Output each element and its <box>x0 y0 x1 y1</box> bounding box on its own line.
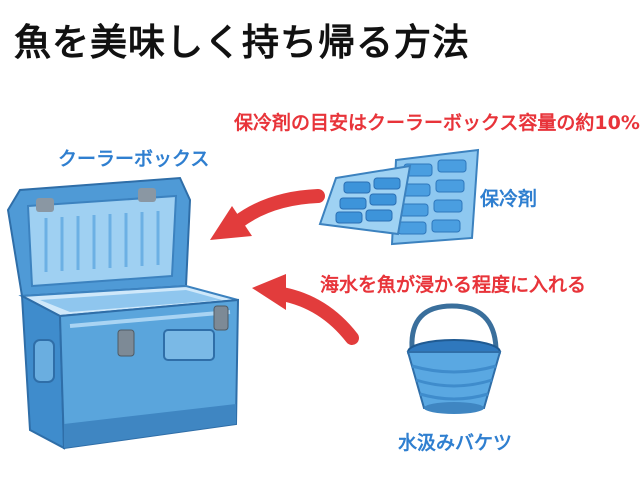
ice-pack-ratio-note: 保冷剤の目安はクーラーボックス容量の約10% <box>234 112 640 134</box>
seawater-instruction: 海水を魚が浸かる程度に入れる <box>320 274 587 296</box>
curved-arrow-icon <box>252 274 359 345</box>
water-bucket-label: 水汲みバケツ <box>398 432 513 454</box>
cooler-box-icon <box>6 176 240 450</box>
curved-arrow-icon <box>210 189 325 240</box>
ice-pack-label: 保冷剤 <box>480 188 538 210</box>
ice-pack-icon <box>318 148 480 246</box>
cooler-box-label: クーラーボックス <box>58 148 210 170</box>
collapsible-bucket-icon <box>406 303 502 414</box>
page-title: 魚を美味しく持ち帰る方法 <box>14 21 470 64</box>
